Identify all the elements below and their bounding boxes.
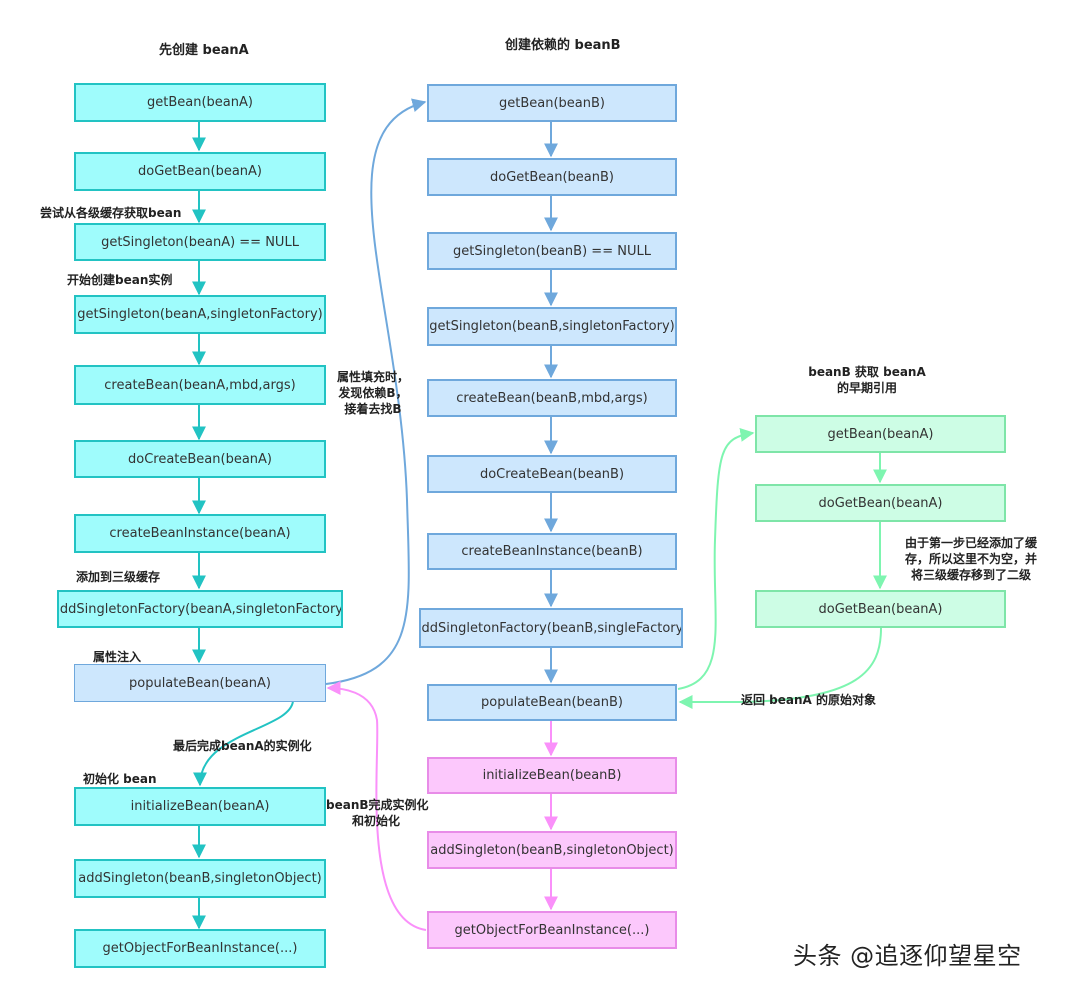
node-b-addsingleton[interactable]: addSingleton(beanB,singletonObject) [427, 831, 677, 869]
node-c-getbean[interactable]: getBean(beanA) [755, 415, 1006, 453]
label-b-done-line1: beanB完成实例化 [326, 798, 429, 812]
node-a-addsingletonfactory[interactable]: addSingletonFactory(beanA,singletonFacto… [57, 590, 343, 628]
node-b-dogetbean[interactable]: doGetBean(beanB) [427, 158, 677, 196]
arrow-populate-a-to-getbean-b [325, 98, 427, 685]
label-finish-a: 最后完成beanA的实例化 [173, 739, 312, 753]
node-b-getbean[interactable]: getBean(beanB) [427, 84, 677, 122]
node-a-dogetbean[interactable]: doGetBean(beanA) [74, 152, 326, 191]
label-b-done: beanB完成实例化 和初始化 [326, 797, 429, 829]
node-c-dogetbean-1[interactable]: doGetBean(beanA) [755, 484, 1006, 522]
node-b-getsingleton-null[interactable]: getSingleton(beanB) == NULL [427, 232, 677, 270]
label-found-dependency: 属性填充时， 发现依赖B， 接着去找B [335, 369, 411, 417]
node-a-addsingleton[interactable]: addSingleton(beanB,singletonObject) [74, 859, 326, 898]
node-b-populatebean[interactable]: populateBean(beanB) [427, 684, 677, 721]
node-b-initializebean[interactable]: initializeBean(beanB) [427, 757, 677, 794]
node-a-initializebean[interactable]: initializeBean(beanA) [74, 787, 326, 826]
column-b-title: 创建依赖的 beanB [505, 38, 621, 53]
label-cache-move-line3: 将三级缓存移到了二级 [910, 568, 1031, 582]
label-found-dependency-line1: 属性填充时， [336, 370, 409, 384]
arrow-a-finish-curve [193, 700, 294, 787]
label-found-dependency-line3: 接着去找B [344, 402, 402, 416]
node-a-getobjectforbeaninstance[interactable]: getObjectForBeanInstance(...) [74, 929, 326, 968]
column-c-title-line1: beanB 获取 beanA [808, 365, 926, 379]
column-c-title: beanB 获取 beanA 的早期引用 [800, 364, 934, 396]
label-try-cache: 尝试从各级缓存获取bean [40, 206, 182, 220]
column-b-pink-arrows [326, 681, 558, 931]
node-a-getsingleton-factory[interactable]: getSingleton(beanA,singletonFactory) [74, 295, 326, 334]
label-found-dependency-line2: 发现依赖B， [338, 386, 408, 400]
label-prop-inject: 属性注入 [93, 650, 142, 664]
label-cache-move: 由于第一步已经添加了缓 存，所以这里不为空，并 将三级缓存移到了二级 [896, 535, 1046, 583]
column-a-title: 先创建 beanA [159, 43, 249, 58]
node-a-getsingleton-null[interactable]: getSingleton(beanA) == NULL [74, 223, 326, 261]
column-c-title-line2: 的早期引用 [836, 381, 897, 395]
label-add-third-cache: 添加到三级缓存 [76, 570, 161, 584]
node-b-getsingleton-factory[interactable]: getSingleton(beanB,singletonFactory) [427, 307, 677, 346]
node-b-getobjectforbeaninstance[interactable]: getObjectForBeanInstance(...) [427, 911, 677, 949]
node-c-dogetbean-2[interactable]: doGetBean(beanA) [755, 590, 1006, 628]
label-cache-move-line2: 存，所以这里不为空，并 [904, 552, 1037, 566]
arrow-return-bean-a [678, 627, 882, 709]
label-cache-move-line1: 由于第一步已经添加了缓 [904, 536, 1037, 550]
node-a-docreatebean[interactable]: doCreateBean(beanA) [74, 440, 326, 478]
column-a-arrows [192, 122, 294, 930]
label-start-create: 开始创建bean实例 [67, 273, 173, 287]
node-b-addsingletonfactory[interactable]: addSingletonFactory(beanB,singleFactory) [419, 608, 683, 648]
arrow-populate-b-to-getbean-a [677, 427, 755, 690]
label-init-bean: 初始化 bean [83, 772, 157, 786]
watermark: 头条 @追逐仰望星空 [793, 942, 1022, 970]
node-b-docreatebean[interactable]: doCreateBean(beanB) [427, 455, 677, 493]
node-a-getbean[interactable]: getBean(beanA) [74, 83, 326, 122]
node-b-createbeaninstance[interactable]: createBeanInstance(beanB) [427, 533, 677, 570]
column-c-arrows [677, 427, 887, 709]
node-a-createbean[interactable]: createBean(beanA,mbd,args) [74, 365, 326, 405]
label-b-done-line2: 和初始化 [351, 814, 400, 828]
node-a-populatebean[interactable]: populateBean(beanA) [74, 664, 326, 702]
label-return-bean-a: 返回 beanA 的原始对象 [741, 693, 877, 707]
arrow-b-done-to-populate-a [326, 681, 427, 931]
column-b-arrows [325, 98, 558, 685]
node-a-createbeaninstance[interactable]: createBeanInstance(beanA) [74, 514, 326, 553]
node-b-createbean[interactable]: createBean(beanB,mbd,args) [427, 379, 677, 417]
